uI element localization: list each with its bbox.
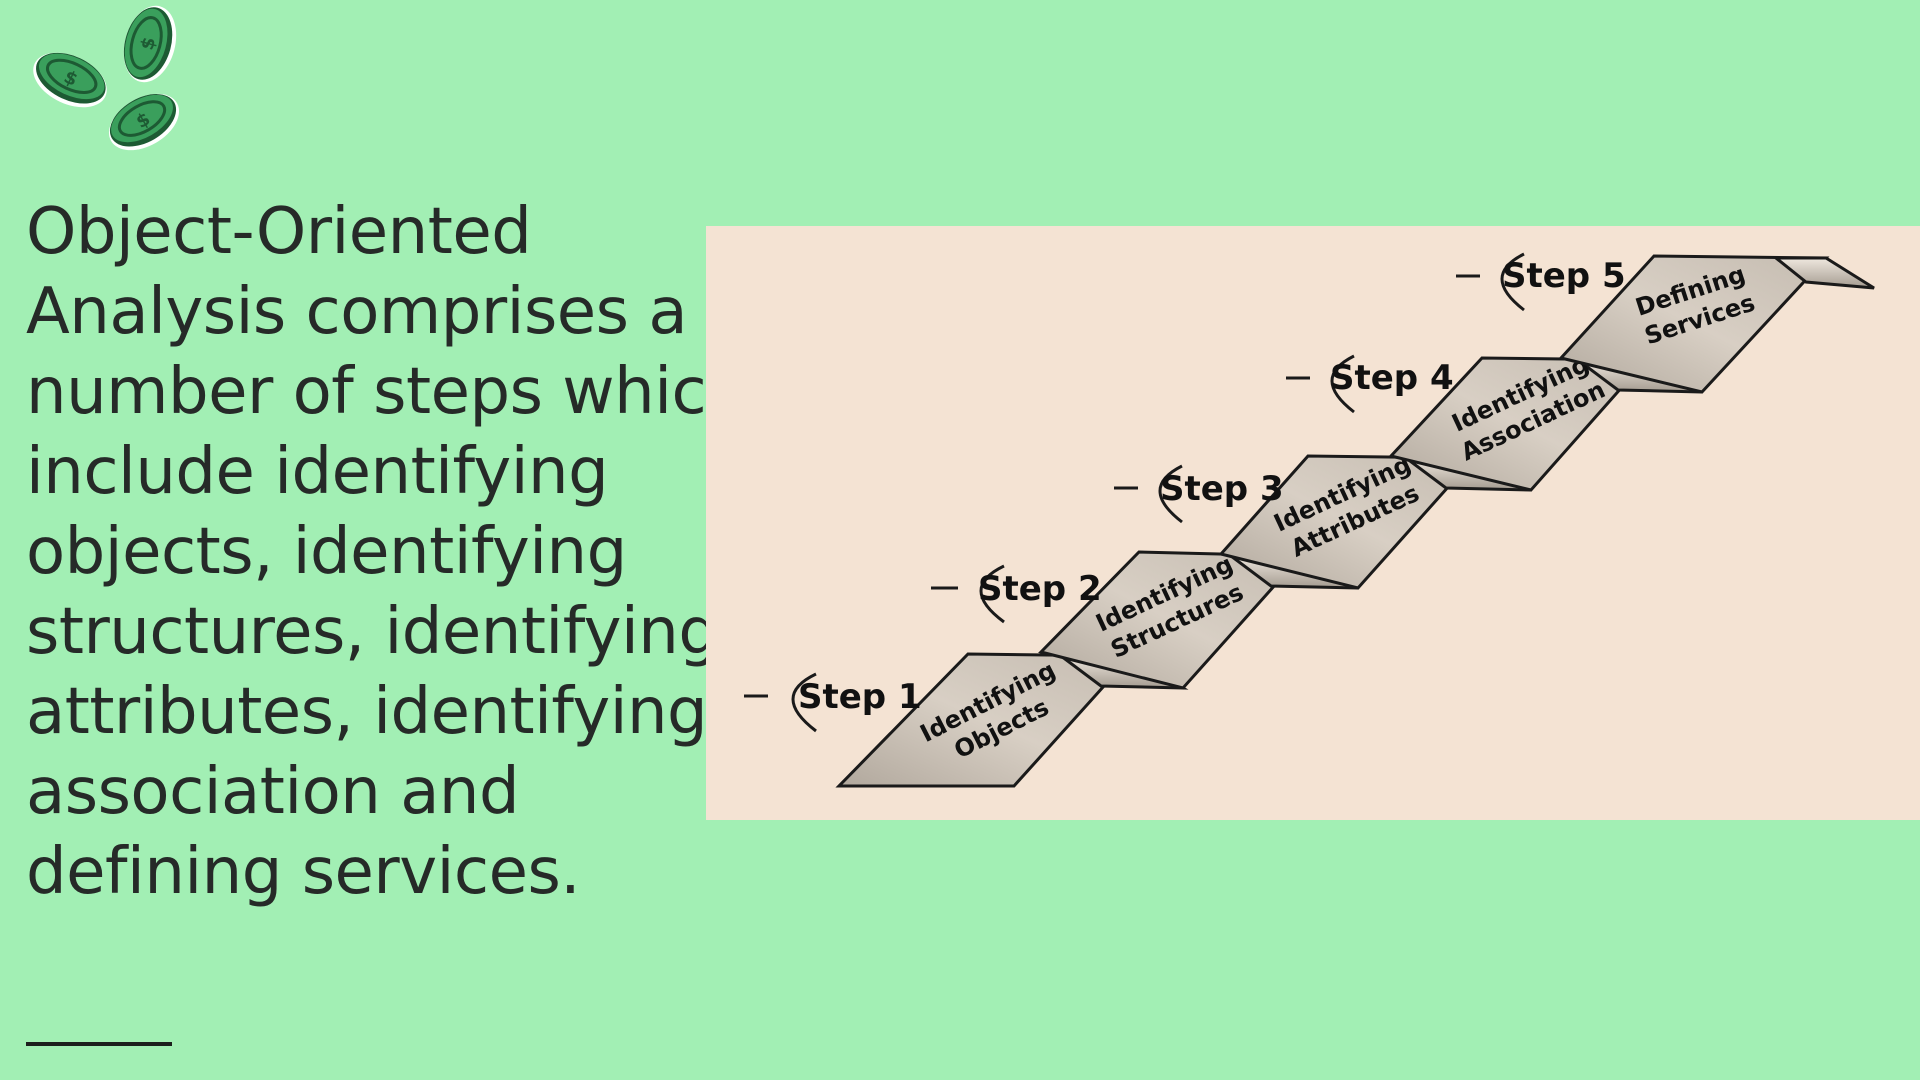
- description-line: defining services.: [26, 835, 581, 909]
- stair-step-1: Step 1 Identifying Objects: [744, 652, 1189, 788]
- divider-line: [26, 1042, 172, 1046]
- stair-step-5: Step 5 Defining Services: [1456, 252, 1875, 394]
- dollar-coin-icon: $: [123, 5, 177, 83]
- description-line: Object-Oriented: [26, 195, 532, 269]
- dollar-coin-icon: $: [33, 52, 107, 108]
- staircase-diagram: Step 1 Identifying Objects Step 2 Identi…: [744, 252, 1875, 788]
- step-label-2: Step 2: [978, 569, 1102, 609]
- description-line: structures, identifying: [26, 595, 719, 669]
- step-label-3: Step 3: [1160, 469, 1284, 509]
- description-text: Object-Oriented Analysis comprises a num…: [26, 192, 766, 912]
- description-line: objects, identifying: [26, 515, 627, 589]
- step-label-5: Step 5: [1502, 256, 1626, 296]
- description-line: Analysis comprises a: [26, 275, 688, 349]
- diagram-panel: Step 1 Identifying Objects Step 2 Identi…: [706, 226, 1920, 820]
- description-line: number of steps which: [26, 355, 747, 429]
- description-line: association and: [26, 755, 520, 829]
- coins-illustration: $ $ $: [33, 5, 180, 151]
- dollar-coin-icon: $: [108, 93, 180, 151]
- svg-text:$: $: [137, 35, 161, 53]
- description-line: attributes, identifying: [26, 675, 708, 749]
- description-line: include identifying: [26, 435, 609, 509]
- step-label-1: Step 1: [798, 677, 922, 717]
- step-label-4: Step 4: [1330, 358, 1454, 398]
